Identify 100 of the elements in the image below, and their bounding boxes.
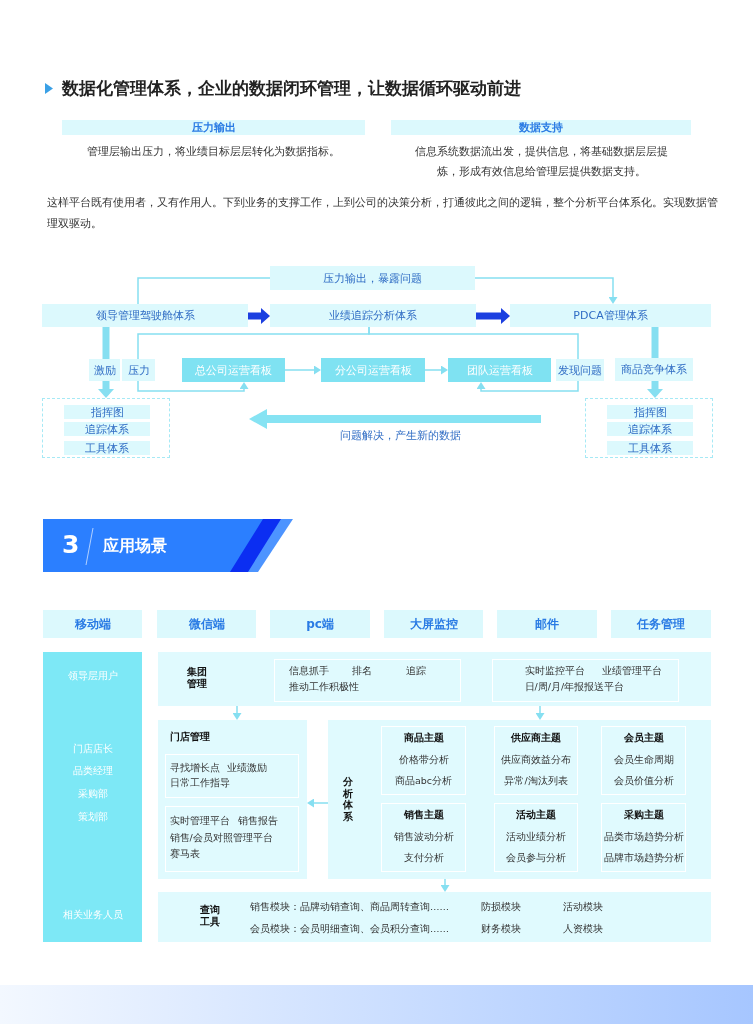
- item-text: 业绩管理平台: [601, 664, 662, 677]
- user-panel: [43, 652, 142, 942]
- module-panel: [158, 720, 307, 879]
- item-card: [274, 659, 461, 702]
- edge-label: 压力: [122, 359, 155, 381]
- dashboard-box: 总公司运营看板: [182, 358, 285, 382]
- item-card: [492, 659, 679, 702]
- theme-title: 销售主题: [402, 808, 445, 821]
- module-panel: [158, 652, 711, 706]
- section-banner: [43, 519, 293, 572]
- system-box: PDCA管理体系: [510, 304, 711, 327]
- channel-box: pc端: [270, 610, 370, 638]
- theme-card: [601, 803, 686, 872]
- theme-item: 活动业绩分析: [505, 830, 567, 843]
- item-card: [165, 754, 299, 798]
- edge-label: 激励: [89, 359, 120, 381]
- role-text: 领导层用户: [66, 670, 119, 682]
- item-text: 业绩激励: [226, 761, 267, 774]
- arrow: [232, 705, 242, 720]
- theme-title: 采购主题: [622, 808, 665, 821]
- panel-heading: 门店管理: [170, 731, 210, 743]
- theme-card: [381, 726, 466, 795]
- item-text: 日/周/月/年报报送平台: [524, 680, 625, 693]
- role-text: 采购部: [76, 788, 109, 800]
- item-text: 追踪: [405, 664, 426, 677]
- module-panel: [328, 720, 711, 879]
- item-text: 寻找增长点: [169, 761, 220, 774]
- item-text: 推动工作积极性: [288, 680, 359, 693]
- item-text: 信息抓手: [288, 664, 329, 677]
- page-title: 数据化管理体系，企业的数据闭环管理，让数据循环驱动前进: [62, 77, 521, 99]
- edge-label: 发现问题: [556, 359, 604, 381]
- theme-card: [494, 726, 578, 795]
- arrow-caption: 问题解决，产生新的数据: [338, 429, 462, 443]
- arrow: [474, 277, 618, 304]
- arrow: [307, 798, 329, 808]
- section-title: 应用场景: [103, 536, 167, 556]
- channel-box: 大屏监控: [384, 610, 483, 638]
- theme-title: 会员主题: [622, 731, 665, 744]
- channel-box: 移动端: [43, 610, 142, 638]
- module-text: 财务模块: [481, 923, 521, 935]
- theme-card: [381, 803, 466, 872]
- dashed-frame: [42, 398, 170, 458]
- item-text: 销售报告: [237, 814, 278, 827]
- theme-card: [601, 726, 686, 795]
- role-text: 策划部: [76, 811, 109, 823]
- theme-item: 销售波动分析: [392, 830, 455, 843]
- connector-line: [137, 277, 271, 305]
- system-box: 领导管理驾驶舱体系: [42, 304, 248, 327]
- item-text: 排名: [351, 664, 372, 677]
- theme-item: 会员参与分析: [505, 851, 567, 864]
- theme-item: 商品abc分析: [393, 774, 454, 787]
- description-text: 信息系统数据流出发，提供信息，将基础数据层层提炼，形成有效信息给管理层提供数据支持。: [413, 144, 669, 179]
- item-text: 实时管理平台: [169, 814, 230, 827]
- channel-box: 微信端: [157, 610, 256, 638]
- role-text: 相关业务人员: [61, 909, 124, 921]
- role-text: 品类经理: [71, 765, 114, 777]
- module-text: 销售模块：品牌动销查询、商品周转查询……: [250, 901, 449, 913]
- role-text: 门店店长: [71, 743, 114, 755]
- item-text: 赛马表: [169, 847, 200, 860]
- module-text: 活动模块: [563, 901, 603, 913]
- panel-heading: 查询工具: [200, 904, 221, 928]
- section-number: 3: [62, 530, 80, 560]
- theme-item: 品牌市场趋势分析: [602, 851, 685, 864]
- theme-item: 价格带分析: [397, 753, 450, 766]
- panel-heading: 分析体系: [342, 776, 354, 822]
- system-box: 业绩追踪分析体系: [270, 304, 476, 327]
- heading-band: 数据支持: [391, 120, 691, 135]
- item-card: [165, 806, 299, 872]
- arrow: [248, 308, 270, 324]
- arrow: [476, 308, 510, 324]
- theme-title: 供应商主题: [510, 731, 562, 744]
- theme-item: 支付分析: [402, 851, 445, 864]
- module-text: 会员模块：会员明细查询、会员积分查询……: [250, 923, 449, 935]
- item-text: 实时监控平台: [524, 664, 585, 677]
- module-text: 防损模块: [481, 901, 521, 913]
- arrow: [535, 705, 545, 720]
- dashboard-box: 团队运营看板: [448, 358, 551, 382]
- system-tag: 指挥图: [607, 405, 693, 419]
- system-tag: 工具体系: [64, 441, 150, 455]
- description-text: 管理层输出压力，将业绩目标层层转化为数据指标。: [86, 144, 341, 159]
- dashboard-box: 分公司运营看板: [321, 358, 425, 382]
- arrow: [368, 326, 579, 392]
- system-box: 压力输出，暴露问题: [270, 266, 475, 290]
- item-text: 销售/会员对照管理平台: [169, 831, 273, 844]
- theme-title: 商品主题: [402, 731, 445, 744]
- theme-title: 活动主题: [515, 808, 557, 821]
- theme-item: 品类市场趋势分析: [602, 830, 685, 843]
- dashed-frame: [585, 398, 713, 458]
- channel-box: 邮件: [497, 610, 597, 638]
- system-tag: 指挥图: [64, 405, 150, 419]
- theme-item: 会员价值分析: [612, 774, 675, 787]
- module-text: 人资模块: [563, 923, 603, 935]
- panel-heading: 集团管理: [187, 666, 208, 690]
- channel-box: 任务管理: [611, 610, 711, 638]
- module-panel: [158, 892, 711, 942]
- theme-card: [494, 803, 578, 872]
- theme-item: 供应商效益分布: [500, 753, 572, 766]
- heading-band: 压力输出: [62, 120, 365, 135]
- system-tag: 工具体系: [607, 441, 693, 455]
- body-paragraph: 这样平台既有使用者，又有作用人。下到业务的支撑工作，上到公司的决策分析，打通彼此之间的逻辑，整个分析平台体系化。实现数据管理双驱动。: [47, 195, 719, 231]
